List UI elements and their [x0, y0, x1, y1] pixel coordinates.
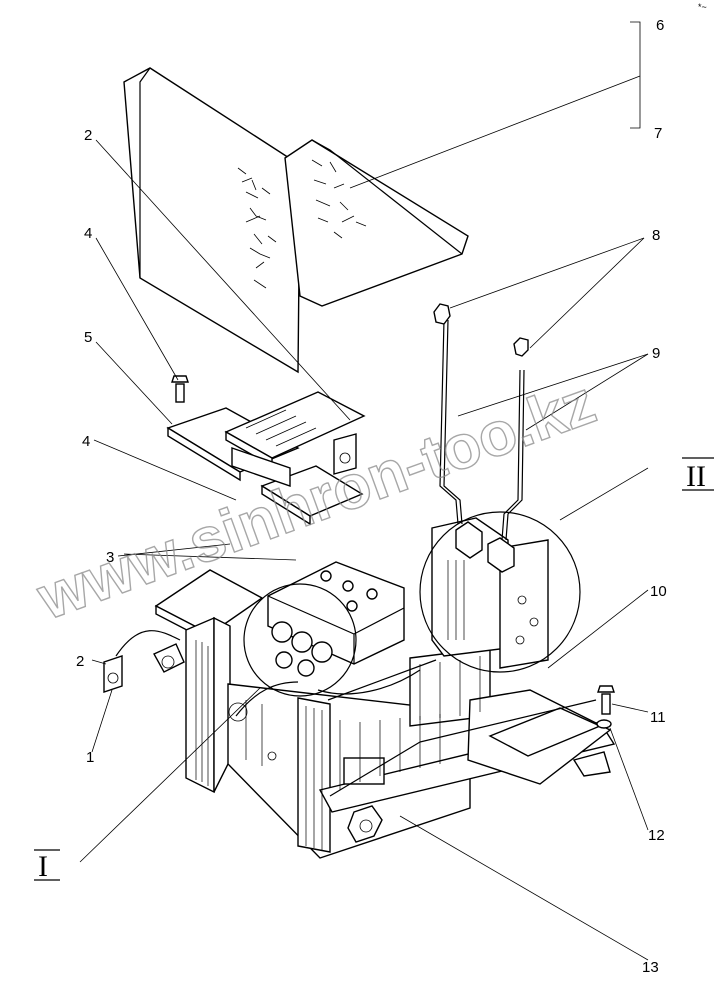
callout-2-lower: 2 — [76, 653, 84, 670]
callout-5: 5 — [84, 329, 92, 346]
detail-circle-I — [243, 583, 357, 697]
callout-6: 6 — [656, 17, 664, 34]
knob-right — [513, 337, 529, 357]
right-bracket — [572, 751, 611, 777]
section-mark-I: I — [38, 850, 48, 883]
small-parts — [103, 630, 615, 729]
callout-3: 3 — [106, 549, 114, 566]
washer-12 — [596, 719, 612, 729]
callout-7: 7 — [654, 125, 662, 142]
bracket-2-upper — [333, 433, 357, 475]
frame-plate-label — [343, 757, 385, 785]
callout-10: 10 — [650, 583, 667, 600]
callout-8: 8 — [652, 227, 660, 244]
seat-backrest — [123, 67, 301, 374]
leader-lines — [79, 21, 649, 961]
frame-eyelet — [347, 805, 383, 843]
seat-assembly — [123, 67, 469, 374]
seat-cushion — [284, 139, 469, 307]
valve-block-3 — [235, 561, 421, 717]
lever-unit — [419, 303, 581, 673]
callout-4-lower: 4 — [82, 433, 90, 450]
lever-left — [439, 319, 459, 525]
valve-10 — [499, 539, 549, 669]
valve-body — [267, 561, 405, 665]
callout-labels: 1 2 2 3 4 4 5 6 7 8 9 10 11 12 13 — [76, 17, 667, 976]
callout-12: 12 — [648, 827, 665, 844]
section-marks: I II — [34, 457, 714, 883]
detail-circle-II — [419, 511, 581, 673]
callout-4-upper: 4 — [84, 225, 92, 242]
knob-left — [433, 303, 451, 325]
lever-right — [501, 369, 521, 541]
frame — [153, 569, 616, 859]
frame-leg-left — [185, 616, 215, 794]
callout-11: 11 — [650, 709, 666, 726]
bolt-4-upper — [175, 383, 185, 403]
bracket-2-lower — [103, 655, 123, 693]
callout-9: 9 — [652, 345, 660, 362]
mounting-plates — [166, 375, 366, 526]
callout-2-upper: 2 — [84, 127, 92, 144]
callout-1: 1 — [86, 749, 94, 766]
section-mark-II: II — [686, 460, 706, 493]
left-eyelet — [153, 643, 185, 673]
callout-13: 13 — [642, 959, 659, 976]
bolt-11 — [601, 693, 611, 715]
corner-mark: *~ — [698, 2, 707, 12]
